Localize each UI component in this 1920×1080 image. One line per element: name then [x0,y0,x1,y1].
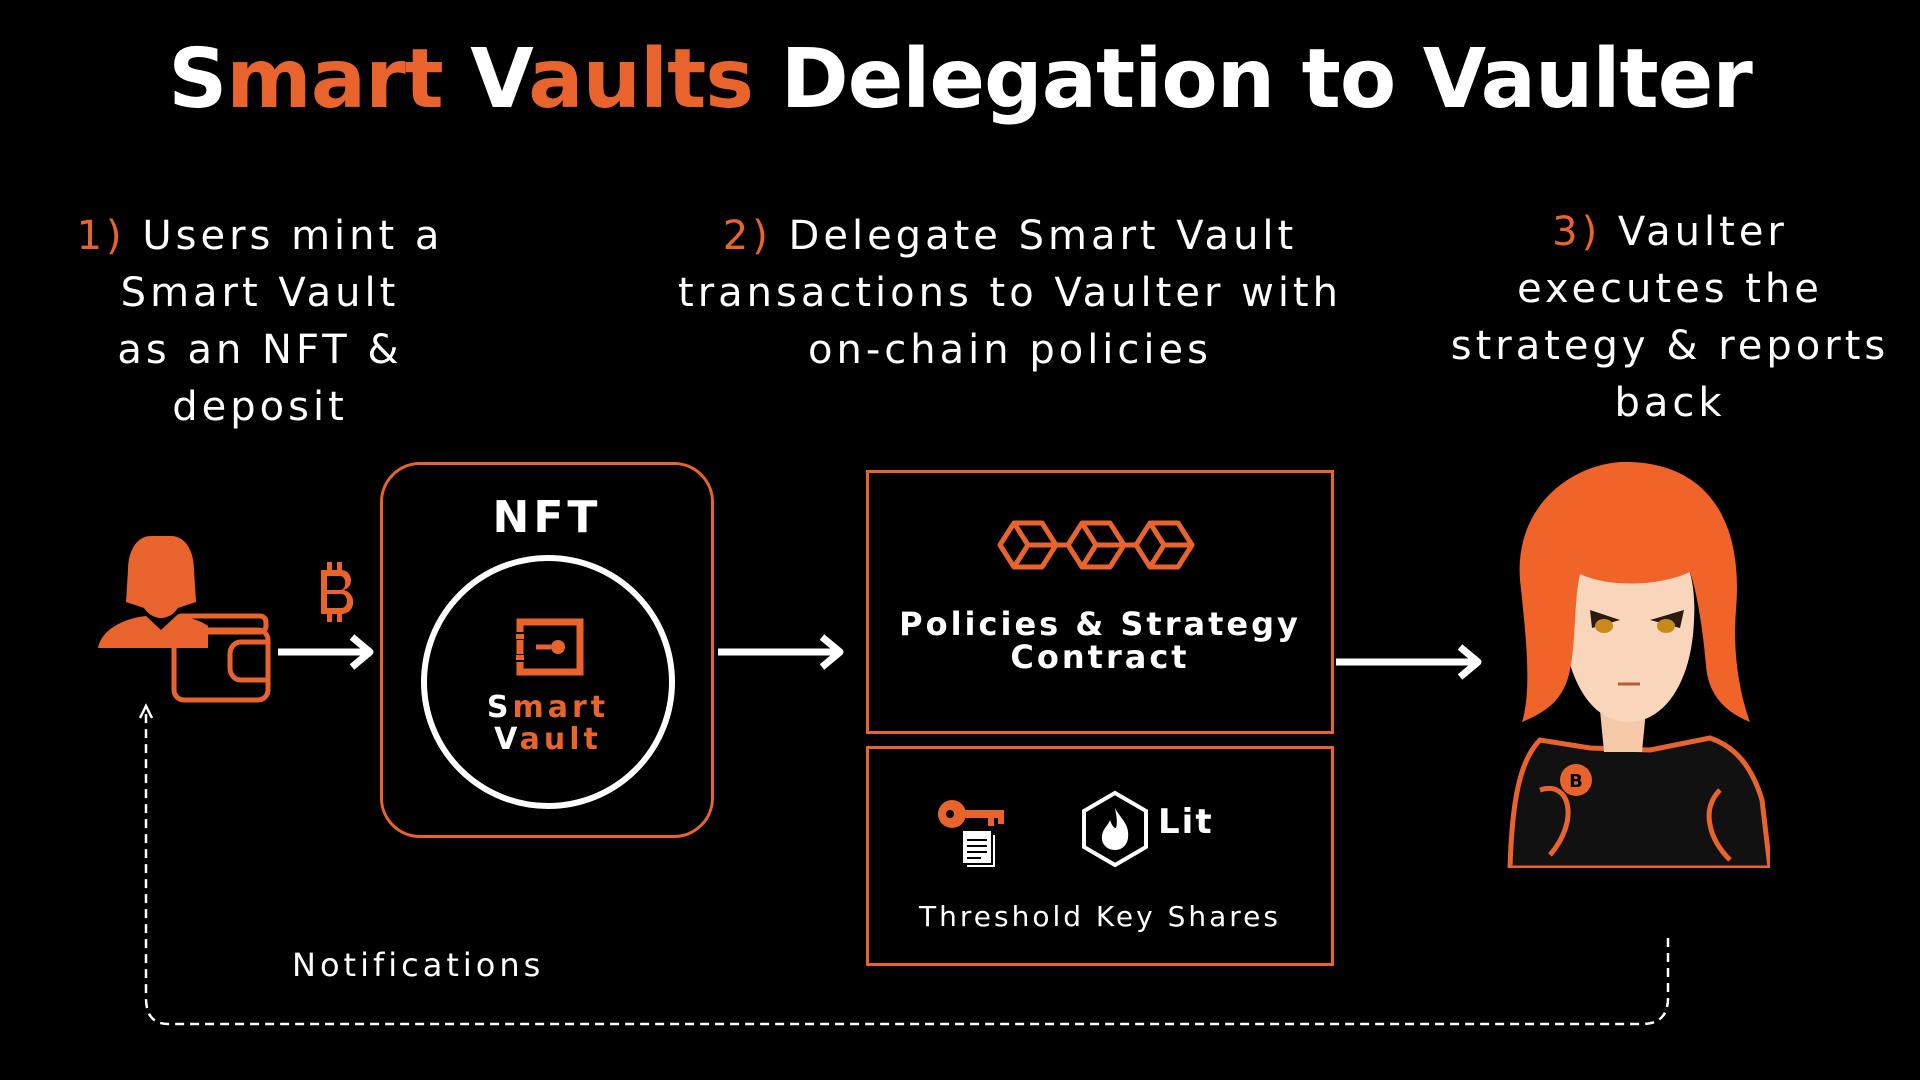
nft-label: NFT [492,492,602,543]
vaulter-character: B [1507,461,1770,868]
lit-logo-icon [1082,790,1148,868]
vault-line1-mart: mart [512,690,610,725]
smart-vault-line1: Smart [421,690,675,725]
step-1-number: 1) [76,213,126,259]
title-v: V [470,32,529,127]
vault-line2-v: V [494,722,520,757]
step-2-text: Delegate Smart Vault transactions to Vau… [678,213,1342,373]
step-1-caption: 1) Users mint a Smart Vault as an NFT & … [40,208,480,436]
step-1-text: Users mint a Smart Vault as an NFT & dep… [117,213,444,430]
arrow-policy-to-vaulter [1336,644,1482,680]
vault-line2-ault: ault [519,722,602,757]
lit-label: Lit [1158,802,1214,842]
step-3-number: 3) [1552,209,1602,255]
title-mart: mart [226,32,471,127]
step-2-caption: 2) Delegate Smart Vault transactions to … [620,208,1400,379]
policies-strategy-box [866,470,1334,734]
title-aults: aults [528,32,754,127]
title-s: S [168,32,227,127]
notification-loop-arrow [138,703,1670,1026]
notifications-label: Notifications [292,946,545,984]
threshold-key-box [866,746,1334,966]
page-title: Smart Vaults Delegation to Vaulter [0,32,1920,127]
step-3-caption: 3) Vaulter executes the strategy & repor… [1420,204,1920,432]
threshold-key-shares-label: Threshold Key Shares [919,900,1281,933]
step-3-text: Vaulter executes the strategy & reports … [1450,209,1890,426]
policies-strategy-label: Policies & Strategy Contract [899,605,1301,676]
smart-vault-line2: Vault [421,722,675,757]
vault-icon [514,618,584,676]
wallet-icon [171,613,271,703]
user-icon [98,536,208,648]
arrow-nft-to-policy [718,634,844,670]
bitcoin-icon [321,562,354,622]
blockchain-icon [997,520,1195,570]
step-2-number: 2) [722,213,772,259]
arrow-user-to-nft [278,634,374,670]
svg-text:B: B [1569,771,1583,792]
vault-line1-s: S [486,690,513,725]
smart-vault-circle [421,555,675,809]
user-wallet-group [98,536,271,703]
title-rest: Delegation to Vaulter [753,32,1753,127]
key-document-icon [938,800,1004,869]
nft-box [380,462,714,838]
